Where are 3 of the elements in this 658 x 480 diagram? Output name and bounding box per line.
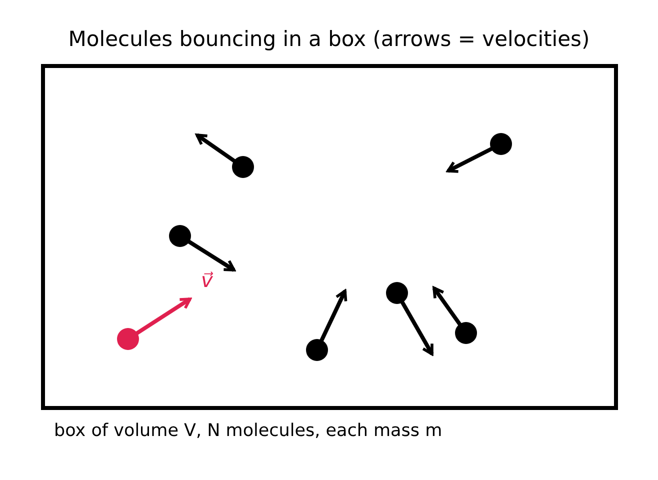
velocity-label: v⃗ <box>201 268 213 292</box>
diagram-title: Molecules bouncing in a box (arrows = velocities) <box>67 27 591 51</box>
diagram-caption: box of volume V, N molecules, each mass m <box>54 421 442 441</box>
